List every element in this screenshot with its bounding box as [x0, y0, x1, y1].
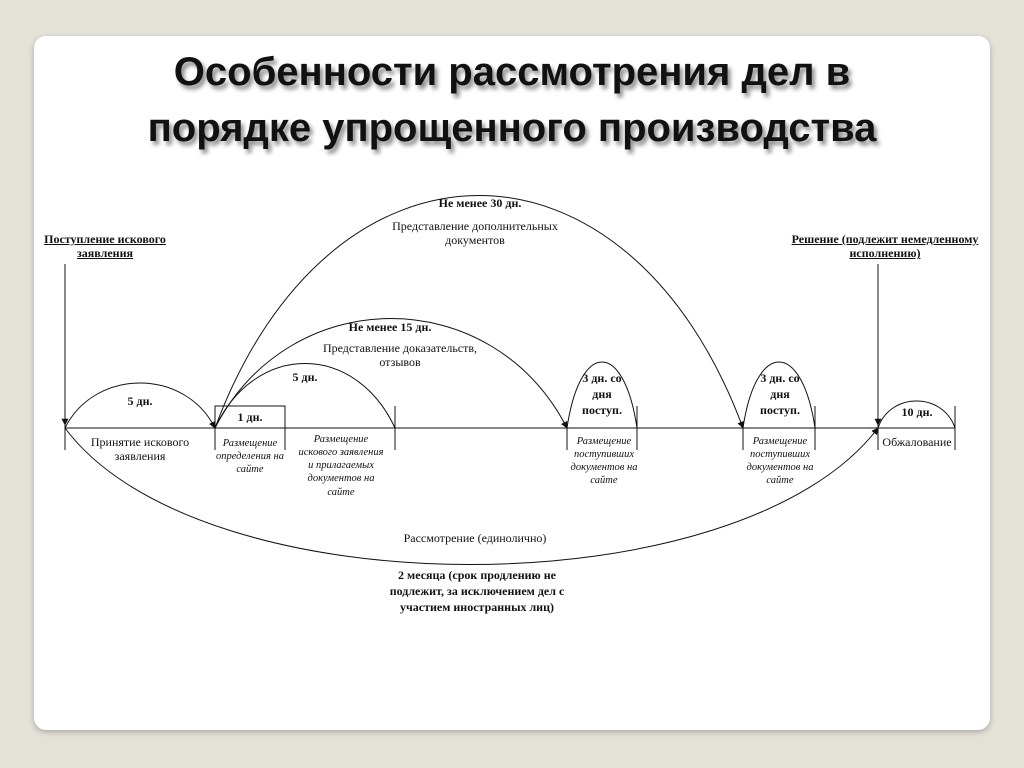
- arc-5-days-acceptance-label: 5 дн.: [127, 394, 153, 408]
- arc-15-days-label: Не менее 15 дн.: [348, 320, 432, 334]
- end-label: Решение (подлежит немедленному исполнени…: [791, 232, 979, 261]
- segment-acceptance: Принятие искового заявления: [90, 435, 190, 464]
- arc-10-days: [877, 400, 956, 429]
- arc-3-days-b-label: 3 дн. со дня поступ.: [760, 371, 800, 418]
- arc-3-days-a-label: 3 дн. со дня поступ.: [582, 371, 622, 418]
- arc-15-days: [214, 318, 568, 429]
- segment-post-docs-a: Размещение поступивших документов на сай…: [570, 436, 638, 487]
- arc-5-days-posting-label: 5 дн.: [292, 370, 318, 384]
- slide-background: [34, 36, 990, 730]
- review-label: Рассмотрение (единолично): [403, 531, 547, 545]
- arc-30-days-desc: Представление дополнительных документов: [392, 219, 558, 248]
- segment-post-docs-b: Размещение поступивших документов на сай…: [746, 436, 814, 487]
- arc-5-days-posting: [214, 363, 396, 429]
- review-term: 2 месяца (срок продлению не подлежит, за…: [389, 568, 565, 615]
- arc-10-days-label: 10 дн.: [901, 405, 933, 419]
- arc-3-days-b: [742, 361, 816, 429]
- bracket-1-day-label: 1 дн.: [237, 410, 263, 424]
- arc-15-days-desc: Представление доказательств, отзывов: [322, 341, 478, 370]
- segment-post-ruling: Размещение определения на сайте: [216, 438, 284, 476]
- slide-title: Особенности рассмотрения дел в порядке у…: [34, 44, 990, 156]
- arc-30-days-label: Не менее 30 дн.: [438, 196, 522, 210]
- bracket-1-day: [214, 405, 286, 428]
- title-line-1: Особенности рассмотрения дел в: [173, 50, 851, 94]
- arc-30-days: [214, 195, 745, 429]
- arc-3-days-a: [566, 361, 638, 429]
- segment-appeal: Обжалование: [882, 435, 952, 449]
- arc-5-days-acceptance: [64, 382, 216, 429]
- arc-review: [64, 427, 879, 565]
- start-label: Поступление искового заявления: [44, 232, 166, 261]
- segment-post-claim: Размещение искового заявления и прилагае…: [298, 434, 384, 498]
- title-line-2: порядке упрощенного производства: [147, 106, 877, 150]
